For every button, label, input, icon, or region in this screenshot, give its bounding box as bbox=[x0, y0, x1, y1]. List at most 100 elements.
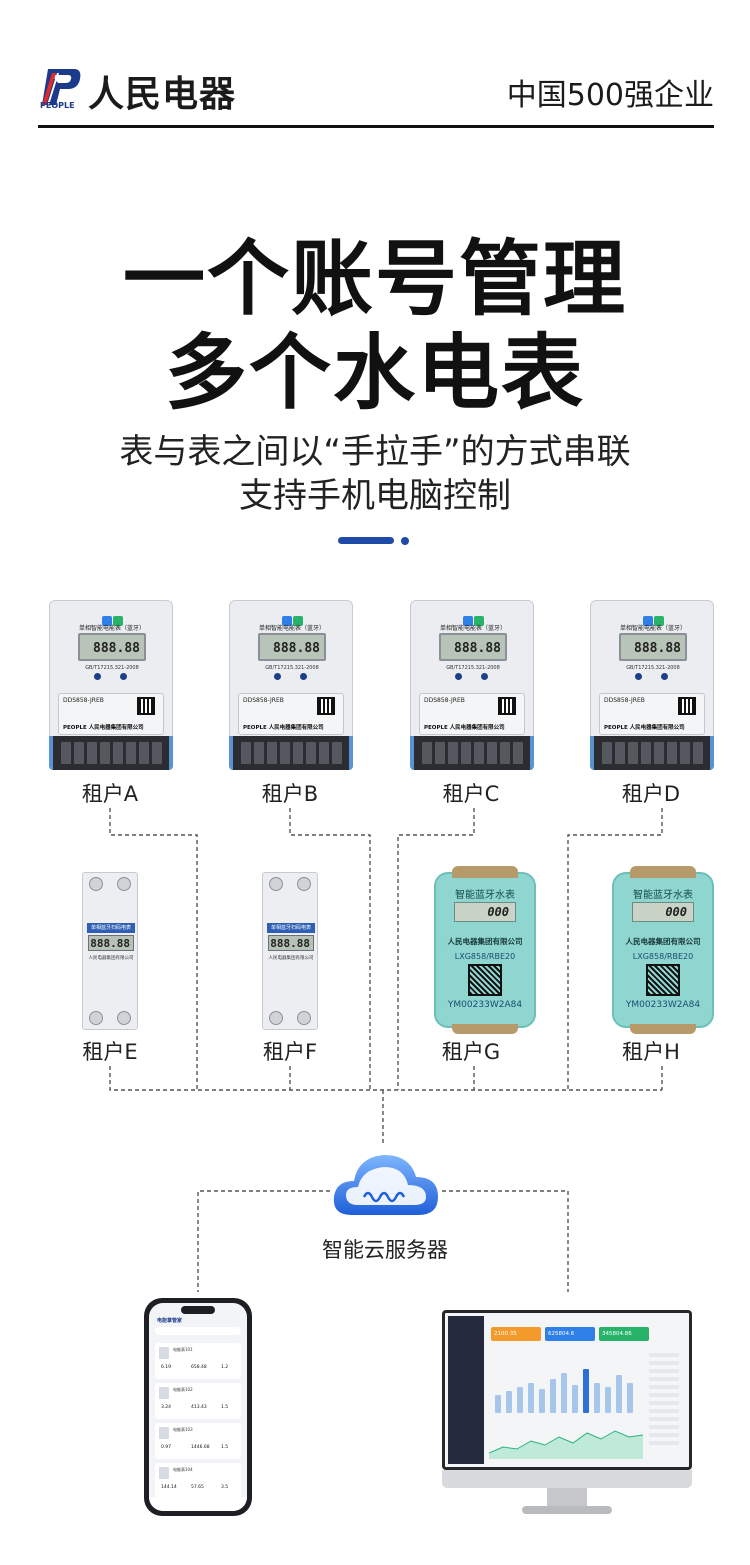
meter-buttons[interactable] bbox=[90, 673, 134, 681]
phone-card-value: 413.43 bbox=[191, 1405, 207, 1410]
phone-card-value: 6.19 bbox=[161, 1365, 172, 1370]
headline-line-1: 一个账号管理 bbox=[122, 232, 627, 327]
dashboard-bar bbox=[539, 1389, 545, 1413]
phone-card-value: 1446.68 bbox=[191, 1445, 210, 1450]
phone-search-input[interactable] bbox=[155, 1327, 241, 1335]
meter-terminals bbox=[49, 736, 173, 770]
meter-icon bbox=[159, 1467, 169, 1479]
dashboard-bar bbox=[616, 1375, 622, 1413]
water-meter-cap bbox=[630, 866, 696, 878]
tenant-label: 租户D bbox=[621, 782, 681, 806]
meter-title: 单相智能电能表（蓝牙） bbox=[619, 625, 686, 632]
desktop-monitor: 2100.35 625804.6 345804.86 bbox=[442, 1310, 692, 1516]
phone-card-value: 57.65 bbox=[191, 1485, 204, 1490]
qr-code-icon bbox=[137, 697, 155, 715]
dashboard-stat-card[interactable]: 625804.6 bbox=[545, 1327, 595, 1341]
phone-meter-card[interactable]: 电能表101 6.19 658.48 1.2 bbox=[155, 1343, 241, 1379]
dashboard-bar bbox=[627, 1383, 633, 1413]
qr-code-icon bbox=[498, 697, 516, 715]
meter-terminals bbox=[229, 736, 353, 770]
phone-card-value: 658.48 bbox=[191, 1365, 207, 1370]
dashboard-bar bbox=[517, 1387, 523, 1413]
meter-brand: PEOPLE 人民电器集团有限公司 bbox=[424, 725, 505, 731]
meter-title: 单相智能电能表（蓝牙） bbox=[78, 625, 145, 632]
water-meter-serial: YM00233W2A84 bbox=[447, 1000, 523, 1010]
water-lcd-value: 000 bbox=[487, 905, 509, 919]
headline-line-2: 多个水电表 bbox=[164, 326, 585, 421]
phone-card-value: 0.97 bbox=[161, 1445, 172, 1450]
meter-standard: GB/T17215.321-2008 bbox=[446, 665, 500, 671]
page-header: 人民电器 PEOPLE 中国500强企业 bbox=[38, 58, 714, 128]
water-meter-maker: 人民电器集团有限公司 bbox=[447, 937, 523, 946]
meter-lcd: 888.88 bbox=[78, 633, 146, 661]
phone-meter-card[interactable]: 电能表102 3.24 413.43 1.5 bbox=[155, 1383, 241, 1419]
brand-logo[interactable]: 人民电器 PEOPLE bbox=[38, 63, 248, 115]
phone-card-value: 1.5 bbox=[221, 1405, 229, 1410]
dashboard-bar bbox=[550, 1379, 556, 1413]
meter-title: 单相智能电能表（蓝牙） bbox=[258, 625, 325, 632]
meter-terminals bbox=[590, 736, 714, 770]
phone-card-name: 电能表101 bbox=[173, 1347, 193, 1352]
dashboard-stat-card[interactable]: 345804.86 bbox=[599, 1327, 649, 1341]
meter-buttons[interactable] bbox=[631, 673, 675, 681]
meter-icon bbox=[159, 1387, 169, 1399]
meter-icon bbox=[159, 1347, 169, 1359]
meter-model: DDS858-JREB bbox=[424, 697, 465, 704]
people-logo-icon bbox=[42, 69, 81, 105]
meter-pay-badges bbox=[102, 611, 124, 626]
meter-model: DDS858-JREB bbox=[604, 697, 645, 704]
meter-buttons[interactable] bbox=[270, 673, 314, 681]
monitor-screen[interactable]: 2100.35 625804.6 345804.86 bbox=[442, 1310, 692, 1470]
meter-lcd-value: 888.88 bbox=[93, 641, 140, 656]
water-meter-cap bbox=[630, 1024, 696, 1034]
meter-lcd: 888.88 bbox=[439, 633, 507, 661]
water-lcd-value: 000 bbox=[665, 905, 687, 919]
screw-icon bbox=[89, 877, 103, 891]
qr-code-icon bbox=[646, 964, 680, 996]
meter-brand: PEOPLE 人民电器集团有限公司 bbox=[243, 725, 324, 731]
phone-card-name: 电能表102 bbox=[173, 1387, 193, 1392]
meter-brand: PEOPLE 人民电器集团有限公司 bbox=[63, 725, 144, 731]
tenant-label: 租户C bbox=[442, 782, 500, 806]
dashboard-bar bbox=[561, 1373, 567, 1413]
tenant-label: 租户B bbox=[261, 782, 319, 806]
meter-lcd-value: 888.88 bbox=[454, 641, 501, 656]
phone-card-value: 3.24 bbox=[161, 1405, 172, 1410]
dashboard-bar bbox=[506, 1391, 512, 1413]
tenant-label: 租户G bbox=[441, 1040, 501, 1064]
dashboard-stat-card[interactable]: 2100.35 bbox=[491, 1327, 541, 1341]
screw-icon bbox=[297, 1011, 311, 1025]
subline-line-2: 支持手机电脑控制 bbox=[239, 476, 511, 516]
phone-card-value: 144.14 bbox=[161, 1485, 177, 1490]
dashboard-bar bbox=[528, 1383, 534, 1413]
meter-buttons[interactable] bbox=[451, 673, 495, 681]
meter-nameplate: DDS858-JREB PEOPLE 人民电器集团有限公司 bbox=[419, 693, 525, 735]
dashboard-sidebar[interactable] bbox=[448, 1316, 484, 1464]
water-meter-model: LXG858/RBE20 bbox=[454, 952, 516, 961]
dashboard-bar bbox=[605, 1387, 611, 1413]
tenant-label: 租户F bbox=[262, 1040, 318, 1064]
phone-card-value: 1.5 bbox=[221, 1445, 229, 1450]
water-meter-lcd: 000 bbox=[454, 902, 516, 922]
phone-tabbar[interactable] bbox=[149, 1497, 247, 1511]
phone-card-value: 1.2 bbox=[221, 1365, 229, 1370]
